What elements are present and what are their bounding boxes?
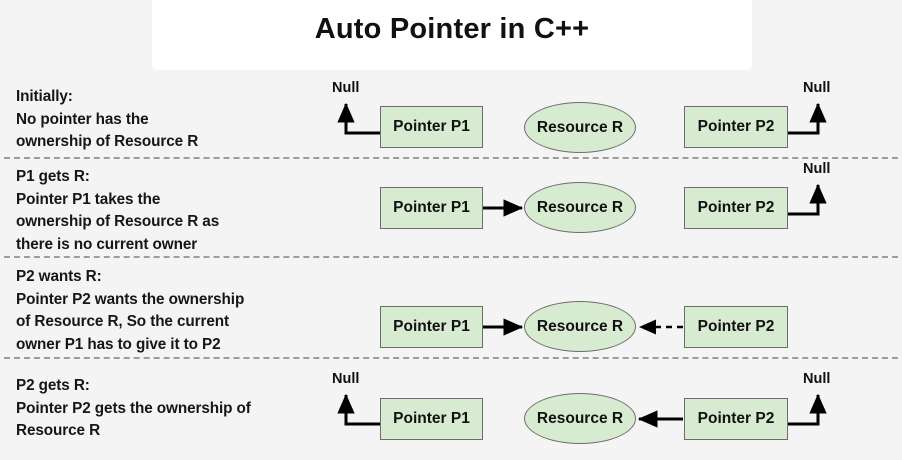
resource-r-label: Resource R	[536, 198, 624, 216]
pointer-p2-box-row2[interactable]: Pointer P2	[684, 187, 788, 229]
pointer-p1-box-row4[interactable]: Pointer P1	[380, 398, 483, 440]
row-caption-p2-gets-r: P2 gets R: Pointer P2 gets the ownership…	[16, 377, 251, 439]
null-arrow-p2-row4	[788, 393, 827, 426]
page-title: Auto Pointer in C++	[314, 13, 590, 45]
pointer-p1-box-row2[interactable]: Pointer P1	[380, 187, 483, 229]
resource-r-ellipse-row2[interactable]: Resource R	[524, 182, 636, 233]
pointer-p1-label: Pointer P1	[393, 318, 470, 335]
null-label-p2-row1: Null	[803, 80, 831, 96]
resource-r-label: Resource R	[536, 118, 624, 136]
null-arrow-p2-row1	[788, 102, 827, 135]
pointer-p2-box-row3[interactable]: Pointer P2	[684, 306, 788, 348]
null-label-p1-row4: Null	[332, 371, 360, 387]
pointer-p1-box-row1[interactable]: Pointer P1	[380, 106, 483, 148]
row-caption-p2-wants-r: P2 wants R: Pointer P2 wants the ownersh…	[16, 268, 245, 353]
row-separator-1	[4, 157, 898, 159]
resource-r-label: Resource R	[536, 317, 624, 335]
pointer-p1-label: Pointer P1	[393, 410, 470, 427]
pointer-p2-box-row1[interactable]: Pointer P2	[684, 106, 788, 148]
null-label-p1-row1: Null	[332, 80, 360, 96]
resource-r-ellipse-row4[interactable]: Resource R	[524, 393, 636, 444]
pointer-p2-label: Pointer P2	[697, 199, 775, 216]
resource-r-label: Resource R	[536, 409, 624, 427]
resource-r-ellipse-row3[interactable]: Resource R	[524, 301, 636, 352]
resource-r-ellipse-row1[interactable]: Resource R	[524, 102, 636, 153]
null-arrow-p1-row4	[337, 393, 380, 426]
pointer-p2-box-row4[interactable]: Pointer P2	[684, 398, 788, 440]
null-label-p2-row4: Null	[803, 371, 831, 387]
pointer-p2-label: Pointer P2	[697, 118, 775, 135]
null-label-p2-row2: Null	[803, 161, 831, 177]
null-arrow-p1-row1	[337, 102, 380, 135]
row-separator-2	[4, 256, 898, 258]
row-separator-3	[4, 357, 898, 359]
pointer-p1-label: Pointer P1	[393, 199, 470, 216]
pointer-p1-label: Pointer P1	[393, 118, 470, 135]
pointer-p2-label: Pointer P2	[697, 318, 775, 335]
pointer-p2-label: Pointer P2	[697, 410, 775, 427]
pointer-p1-box-row3[interactable]: Pointer P1	[380, 306, 483, 348]
null-arrow-p2-row2	[788, 183, 827, 216]
row-caption-p1-gets-r: P1 gets R: Pointer P1 takes the ownershi…	[16, 168, 220, 253]
title-bar: Auto Pointer in C++	[152, 0, 752, 70]
row-caption-initially: Initially: No pointer has the ownership …	[16, 88, 199, 150]
